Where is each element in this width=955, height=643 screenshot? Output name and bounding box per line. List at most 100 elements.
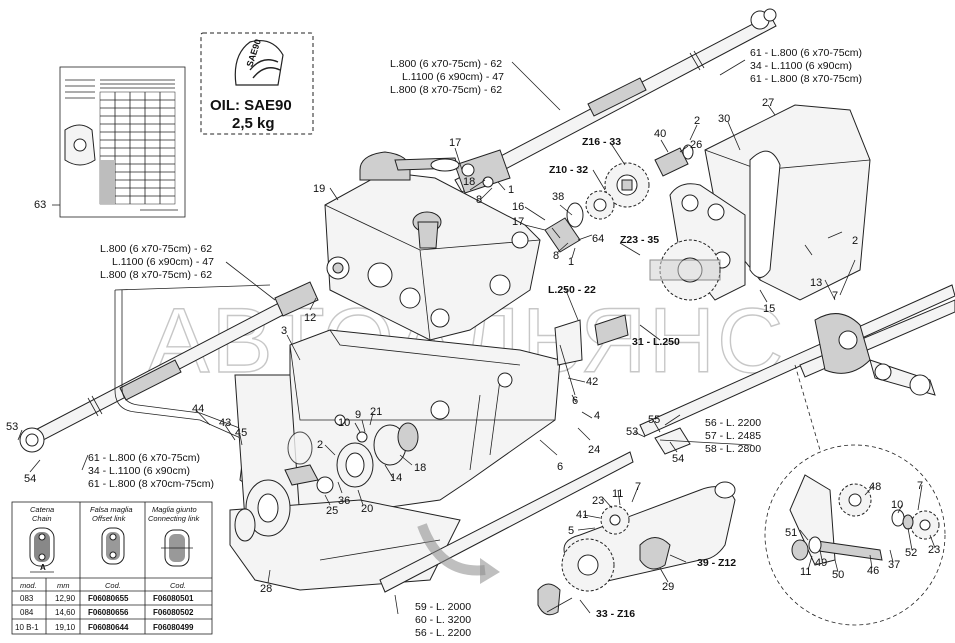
label-part-numbers-p8b: 8	[553, 250, 559, 262]
connecting-link-icon	[161, 529, 193, 567]
label-part-numbers-p54a: 54	[24, 473, 36, 485]
row2-mod: 084	[20, 608, 34, 617]
spec-bottom-center: 59 - L. 2000 60 - L. 3200 56 - L. 2200	[415, 601, 471, 639]
label-shaft-specs-top-right-0: 61 - L.800 (6 x70-75cm)	[750, 47, 862, 59]
label-shaft-specs-top-right-1: 34 - L.1100 (6 x90cm)	[750, 60, 852, 72]
detail-inset	[764, 364, 946, 626]
row1-mm: 12,90	[55, 594, 76, 603]
label-part-numbers-p63: 63	[34, 199, 46, 211]
row3-offset: F06080644	[88, 623, 129, 632]
label-part-numbers-p12: 12	[304, 312, 316, 324]
oil-type: OIL: SAE90	[210, 97, 292, 114]
row1-offset: F06080655	[88, 594, 129, 603]
sprocket-z10	[585, 190, 615, 220]
label-part-numbers-p14: 14	[390, 472, 402, 484]
callout-l250-31: 31 - L.250	[632, 336, 680, 348]
callout-z12-39: 39 - Z12	[697, 557, 736, 569]
label-part-numbers-p28: 28	[260, 583, 272, 595]
label-shaft-specs-right-mid-1: 57 - L. 2485	[705, 430, 761, 442]
label-part-numbers-p36: 36	[338, 495, 350, 507]
label-part-numbers-p54b: 54	[672, 453, 684, 465]
callout-z23-35: Z23 - 35	[620, 234, 659, 246]
offset-link-icon	[101, 527, 125, 565]
direction-arrow	[417, 523, 500, 584]
callout-z16-33b: 33 - Z16	[596, 608, 635, 620]
oil-quantity: 2,5 kg	[232, 115, 275, 132]
chain-link-icon	[29, 527, 55, 573]
label-part-numbers-p2a: 2	[694, 115, 700, 127]
label-part-numbers-p18b: 18	[414, 462, 426, 474]
label-part-numbers-p20: 20	[361, 503, 373, 515]
label-part-numbers-p1b: 1	[568, 256, 574, 268]
label-part-numbers-p17b: 17	[512, 216, 524, 228]
label-part-numbers-p44: 44	[192, 403, 204, 415]
label-part-numbers-p43: 43	[219, 417, 231, 429]
label-part-numbers-p7a: 7	[832, 290, 838, 302]
label-part-numbers-p21: 21	[370, 406, 382, 418]
label-part-numbers-p10a: 10	[338, 417, 350, 429]
spec-top-left: L.800 (6 x70-75cm) - 62 L.1100 (6 x90cm)…	[390, 58, 504, 96]
label-shaft-specs-mid-left-2: L.800 (8 x70-75cm) - 62	[100, 269, 212, 281]
label-part-numbers-p24: 24	[588, 444, 600, 456]
left-hub-assembly	[234, 414, 419, 542]
chain-table: Catena Chain Falsa maglia Offset link Ma…	[11, 501, 213, 635]
label-part-numbers-p50: 50	[832, 569, 844, 581]
label-part-numbers-p42: 42	[586, 376, 598, 388]
label-part-numbers-p48: 48	[869, 481, 881, 493]
chain-guard	[669, 104, 871, 301]
label-shaft-specs-bottom-center-1: 60 - L. 3200	[415, 614, 471, 626]
row1-connect: F06080501	[153, 594, 194, 603]
sub-cod-2: Cod.	[170, 581, 186, 590]
label-part-numbers-p5: 5	[568, 525, 574, 537]
label-part-numbers-p13: 13	[810, 277, 822, 289]
label-part-numbers-p27: 27	[762, 97, 774, 109]
sub-cod-1: Cod.	[105, 581, 121, 590]
label-part-numbers-p55: 55	[648, 414, 660, 426]
label-part-numbers-p2c: 2	[317, 439, 323, 451]
row2-mm: 14,60	[55, 608, 76, 617]
label-part-numbers-p53a: 53	[6, 421, 18, 433]
label-part-numbers-p45: 45	[235, 427, 247, 439]
label-shaft-specs-top-left-0: L.800 (6 x70-75cm) - 62	[390, 58, 502, 70]
col-chain-en: Chain	[32, 514, 52, 523]
label-part-numbers-p23a: 23	[592, 495, 604, 507]
sprocket-z16-top	[604, 162, 650, 208]
bottom-chain-drive	[537, 314, 736, 616]
spec-bottom-left: 61 - L.800 (6 x70-75cm) 34 - L.1100 (6 x…	[88, 452, 214, 490]
label-shaft-specs-bottom-left-2: 61 - L.800 (8 x70cm-75cm)	[88, 478, 214, 490]
oil-can-icon: SAE90	[234, 38, 284, 86]
upper-drive-shaft	[454, 8, 777, 194]
label-part-numbers-p51: 51	[785, 527, 797, 539]
callout-labels: Z16 - 33 Z10 - 32 Z23 - 35 L.250 - 22 31…	[548, 136, 736, 620]
label-part-numbers-p38: 38	[552, 191, 564, 203]
label-part-numbers-p49: 49	[815, 557, 827, 569]
label-part-numbers-p8a: 8	[476, 194, 482, 206]
row1-mod: 083	[20, 594, 34, 603]
label-part-numbers-p17a: 17	[449, 137, 461, 149]
label-part-numbers-p26: 26	[690, 139, 702, 151]
label-part-numbers-p52: 52	[905, 547, 917, 559]
label-part-numbers-p40: 40	[654, 128, 666, 140]
label-shaft-specs-mid-left-1: L.1100 (6 x90cm) - 47	[112, 256, 214, 268]
label-part-numbers-p11a: 11	[612, 488, 623, 500]
row2-offset: F06080656	[88, 608, 129, 617]
label-part-numbers-p6b: 6	[557, 461, 563, 473]
label-part-numbers-p1a: 1	[508, 184, 514, 196]
label-shaft-specs-top-left-1: L.1100 (6 x90cm) - 47	[402, 71, 504, 83]
spec-right-mid: 56 - L. 2200 57 - L. 2485 58 - L. 2800	[705, 417, 761, 455]
right-driveline	[639, 284, 955, 455]
col-connect-it: Maglia giunto	[152, 505, 197, 514]
label-shaft-specs-bottom-center-0: 59 - L. 2000	[415, 601, 471, 613]
col-connect-en: Connecting link	[148, 514, 201, 523]
label-shaft-specs-top-right-2: 61 - L.800 (8 x70-75cm)	[750, 73, 862, 85]
row3-mod: 10 B-1	[15, 623, 39, 632]
label-part-numbers-p25: 25	[326, 505, 338, 517]
sub-mod: mod.	[20, 581, 37, 590]
col-offset-en: Offset link	[92, 514, 127, 523]
label-part-numbers-p6a: 6	[572, 395, 578, 407]
label-part-numbers-p3: 3	[281, 325, 287, 337]
spec-top-right: 61 - L.800 (6 x70-75cm) 34 - L.1100 (6 x…	[750, 47, 862, 85]
label-shaft-specs-right-mid-0: 56 - L. 2200	[705, 417, 761, 429]
label-part-numbers-p18a: 18	[463, 176, 475, 188]
col-offset-it: Falsa maglia	[90, 505, 133, 514]
